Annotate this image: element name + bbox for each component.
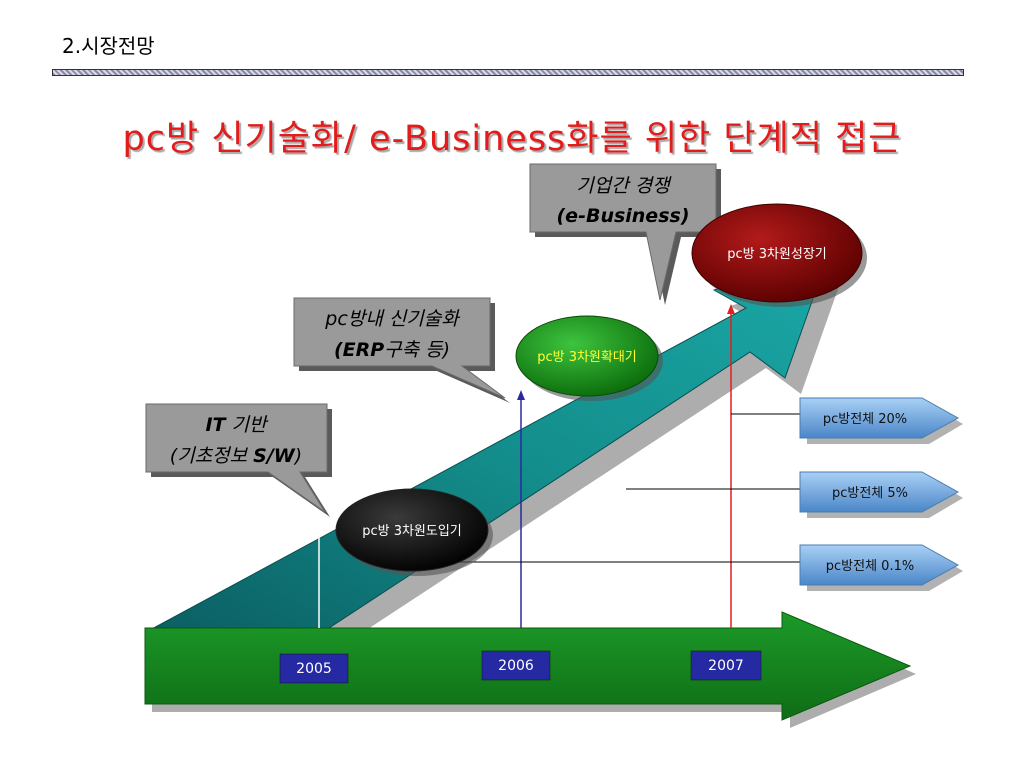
marker-2005 xyxy=(315,516,323,628)
callout-1-line2-em: S/W xyxy=(253,445,296,467)
stage-2-label: pc방 3차원확대기 xyxy=(537,350,637,365)
market-share-01-label: pc방전체 0.1% xyxy=(826,559,914,574)
callout-1-line2-post: ) xyxy=(293,445,302,467)
stage-1-label: pc방 3차원도입기 xyxy=(362,524,462,539)
callout-1-line1-em: IT xyxy=(205,414,227,436)
callout-1-line2-pre: (기초정보 xyxy=(170,445,253,467)
svg-text:IT 기반: IT 기반 xyxy=(205,414,269,436)
stage-3-label: pc방 3차원성장기 xyxy=(727,247,827,262)
market-share-01: pc방전체 0.1% xyxy=(799,544,963,591)
marker-2007 xyxy=(727,304,735,628)
callout-2-line2-rest: 구축 등) xyxy=(384,339,450,361)
stage-growth: pc방 3차원성장기 xyxy=(691,203,867,307)
year-box-2007: 2007 xyxy=(690,650,762,681)
page-title: pc방 신기술화/ e-Business화를 위한 단계적 접근 xyxy=(122,119,902,159)
market-share-20-label: pc방전체 20% xyxy=(823,412,907,427)
stage-expansion: pc방 3차원확대기 xyxy=(515,315,663,401)
callout-2-line2-em: (ERP xyxy=(334,339,384,361)
svg-text:(기초정보 S/W): (기초정보 S/W) xyxy=(170,445,302,467)
callout-2-line1: pc방내 신기술화 xyxy=(324,308,460,330)
market-share-5-label: pc방전체 5% xyxy=(832,486,908,501)
year-2006: 2006 xyxy=(498,658,534,674)
svg-text:(ERP구축 등): (ERP구축 등) xyxy=(334,339,450,361)
market-share-20: pc방전체 20% xyxy=(799,397,963,444)
callout-it-foundation: IT 기반 (기초정보 S/W) xyxy=(145,403,332,517)
callout-ebusiness: 기업간 경쟁 (e-Business) xyxy=(529,163,721,305)
callout-tech-adoption: pc방내 신기술화 (ERP구축 등) xyxy=(293,297,510,403)
year-box-2005: 2005 xyxy=(279,653,349,684)
header-divider xyxy=(52,69,964,76)
callout-3-line2: (e-Business) xyxy=(557,205,690,227)
marker-2006 xyxy=(517,390,525,628)
callout-1-line1-rest: 기반 xyxy=(226,414,270,436)
year-2005: 2005 xyxy=(296,661,332,677)
market-share-5: pc방전체 5% xyxy=(799,471,963,518)
year-box-2006: 2006 xyxy=(481,650,551,681)
section-title: 2.시장전망 xyxy=(62,34,155,58)
year-2007: 2007 xyxy=(708,658,744,674)
stage-introduction: pc방 3차원도입기 xyxy=(335,488,493,576)
callout-3-line1: 기업간 경쟁 xyxy=(576,175,672,197)
